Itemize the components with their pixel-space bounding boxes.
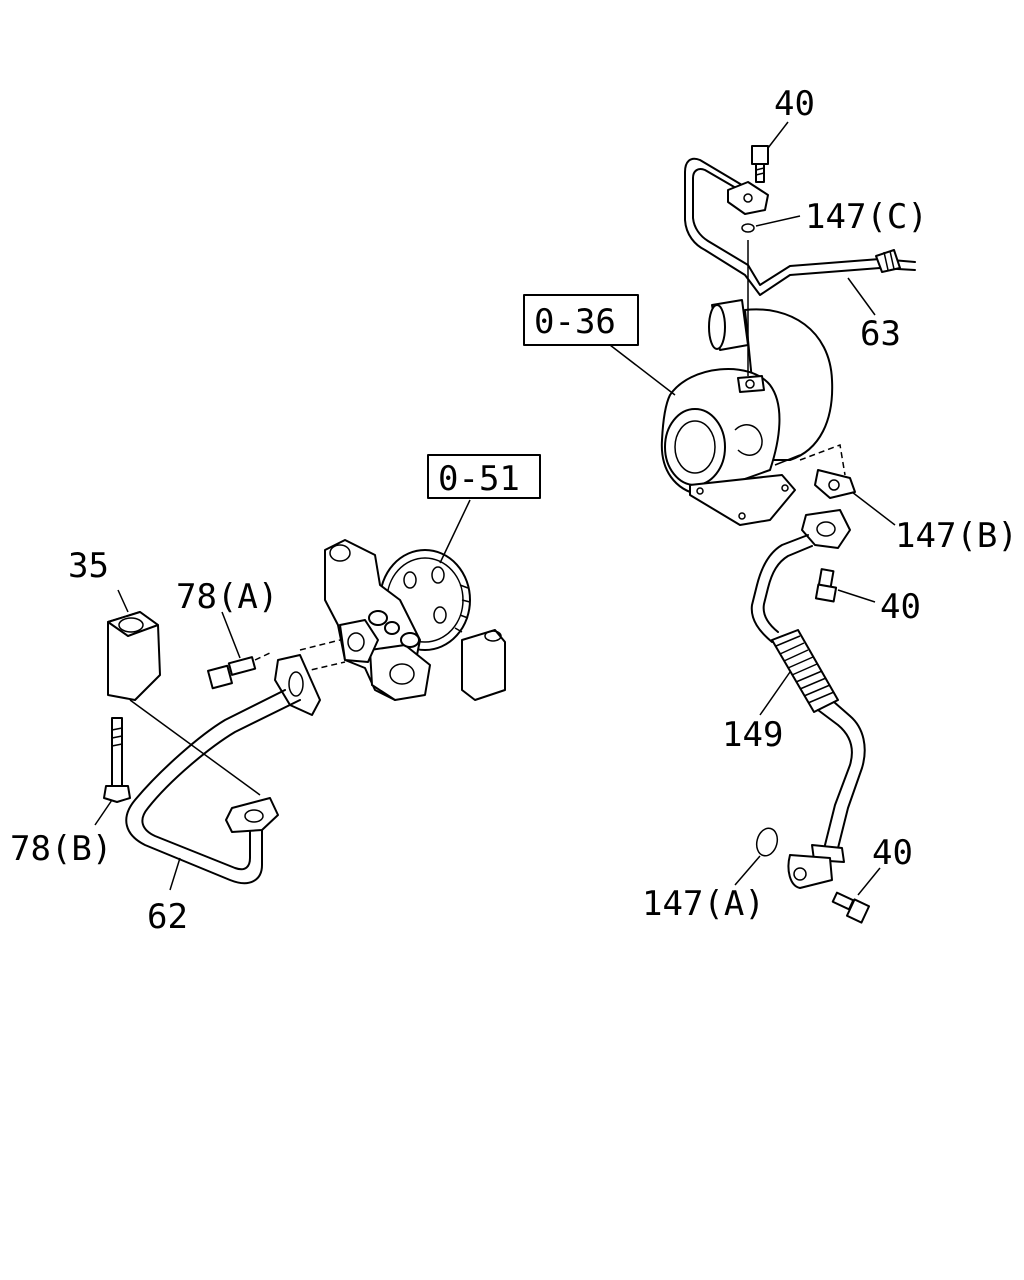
oring-147a: 147(A) (642, 827, 779, 924)
bolt-78b: 78(B) (10, 717, 131, 869)
hose-corrugation (775, 635, 835, 704)
callout-149: 149 (722, 715, 783, 755)
oring-147c: 147(C) (741, 197, 928, 237)
callout-147a: 147(A) (642, 884, 765, 924)
callout-40-top: 40 (774, 84, 815, 124)
ref-box-0-51: 0-51 (427, 454, 541, 564)
bolt-40-bottom: 40 (831, 833, 913, 924)
callout-147b: 147(B) (895, 516, 1018, 556)
turbocharger-assembly (660, 299, 846, 526)
callout-147c: 147(C) (805, 197, 928, 237)
callout-63: 63 (860, 314, 901, 354)
oil-feed-pipe-63 (684, 157, 916, 376)
bolt-78a: 78(A) (176, 577, 278, 690)
callout-40-mid: 40 (880, 587, 921, 627)
oil-return-hose-149 (750, 509, 866, 889)
oil-pipe-62: 62 (125, 654, 321, 937)
bolt-40-mid: 40 (814, 568, 921, 627)
hose-149-label: 149 (722, 671, 791, 755)
callout-78a: 78(A) (176, 577, 278, 617)
ref-label-0-51: 0-51 (438, 459, 520, 499)
callout-40-bottom: 40 (872, 833, 913, 873)
ref-box-0-36: 0-36 (523, 294, 676, 396)
callout-78b: 78(B) (10, 829, 112, 869)
pipe-63-label: 63 (847, 277, 901, 354)
adapter-35: 35 (68, 546, 161, 701)
ref-label-0-36: 0-36 (534, 302, 616, 342)
oil-filter-housing-assembly (299, 539, 506, 701)
callout-62: 62 (147, 897, 188, 937)
callout-35: 35 (68, 546, 109, 586)
gasket-147b: 147(B) (814, 469, 1018, 556)
bolt-40-top: 40 (751, 84, 815, 183)
